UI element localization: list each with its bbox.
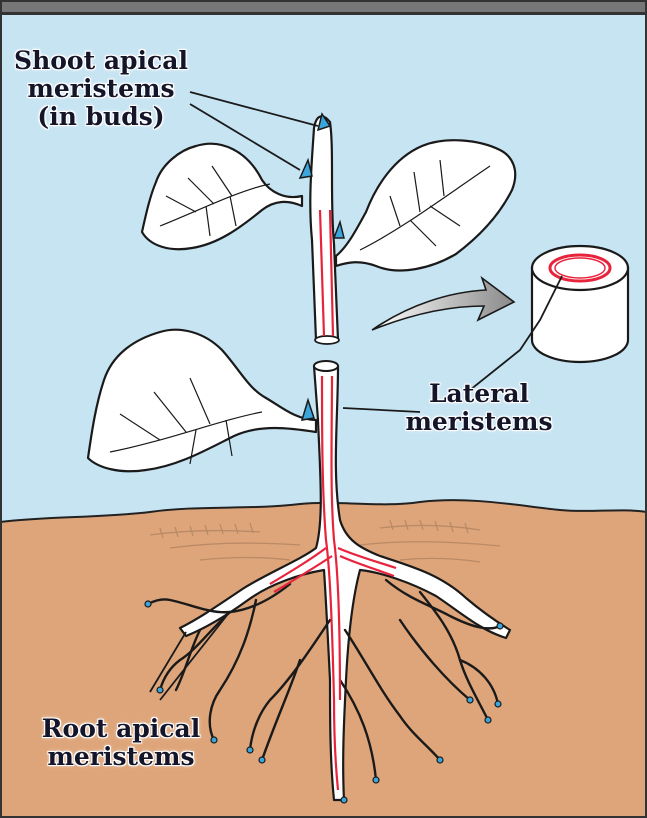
- root-label-line2: meristems: [30, 743, 212, 771]
- root-apical-meristems-label: Root apical meristems: [30, 715, 212, 771]
- shoot-label-line1: Shoot apical: [10, 47, 192, 75]
- shoot-apical-meristems-label: Shoot apical meristems (in buds): [10, 47, 192, 131]
- lateral-label-line2: meristems: [404, 408, 554, 436]
- top-border: [0, 0, 647, 14]
- lower-stem-cut-top: [314, 361, 338, 371]
- lateral-meristems-label: Lateral meristems: [404, 380, 554, 436]
- shoot-label-line2: meristems: [10, 75, 192, 103]
- lateral-label-line1: Lateral: [404, 380, 554, 408]
- shoot-label-line3: (in buds): [10, 103, 192, 131]
- top-border-edge: [0, 12, 647, 15]
- stem-cross-section: [532, 246, 628, 362]
- root-label-line1: Root apical: [30, 715, 212, 743]
